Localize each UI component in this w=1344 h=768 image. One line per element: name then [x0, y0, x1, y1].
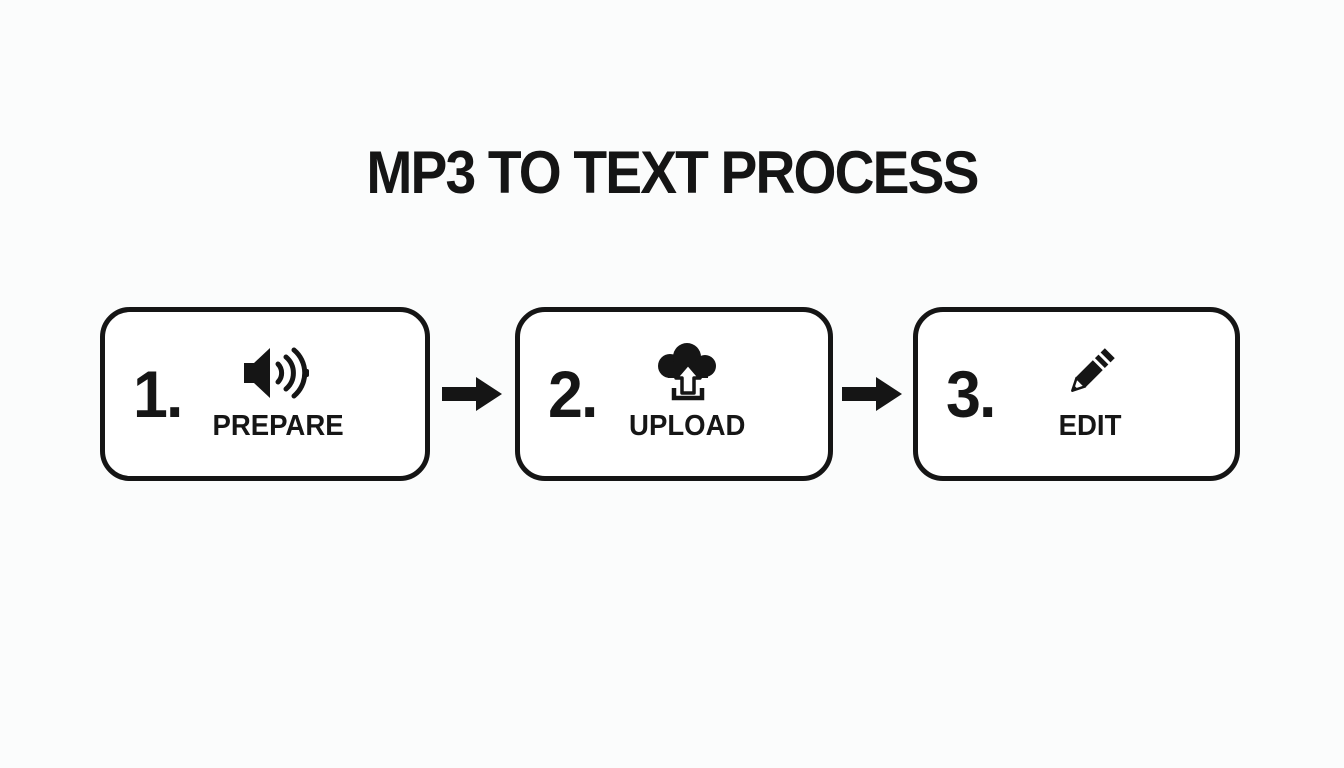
- step-number: 1.: [133, 357, 183, 431]
- step-number: 3.: [946, 357, 996, 431]
- step-label: EDIT: [1058, 410, 1122, 442]
- step-content: PREPARE: [184, 345, 425, 443]
- step-label: PREPARE: [212, 410, 345, 442]
- step-box-edit: 3. EDIT: [913, 307, 1240, 481]
- flow-connector: [430, 374, 515, 414]
- step-box-upload: 2. UPLOAD: [515, 307, 833, 481]
- diagram-title: MP3 TO TEXT PROCESS: [366, 139, 979, 206]
- flow-connector: [833, 374, 913, 414]
- step-content: EDIT: [997, 345, 1235, 443]
- arrow-right-icon: [842, 377, 902, 411]
- arrow-right-icon: [441, 377, 502, 411]
- step-content: UPLOAD: [599, 343, 828, 443]
- step-number: 2.: [548, 357, 598, 431]
- process-flow: 1. PREPARE: [100, 307, 1240, 481]
- step-box-prepare: 1. PREPARE: [100, 307, 430, 481]
- step-label: UPLOAD: [629, 410, 746, 442]
- cloud-upload-icon: [653, 343, 723, 401]
- pencil-icon: [1060, 345, 1120, 401]
- speaker-sound-icon: [242, 345, 316, 401]
